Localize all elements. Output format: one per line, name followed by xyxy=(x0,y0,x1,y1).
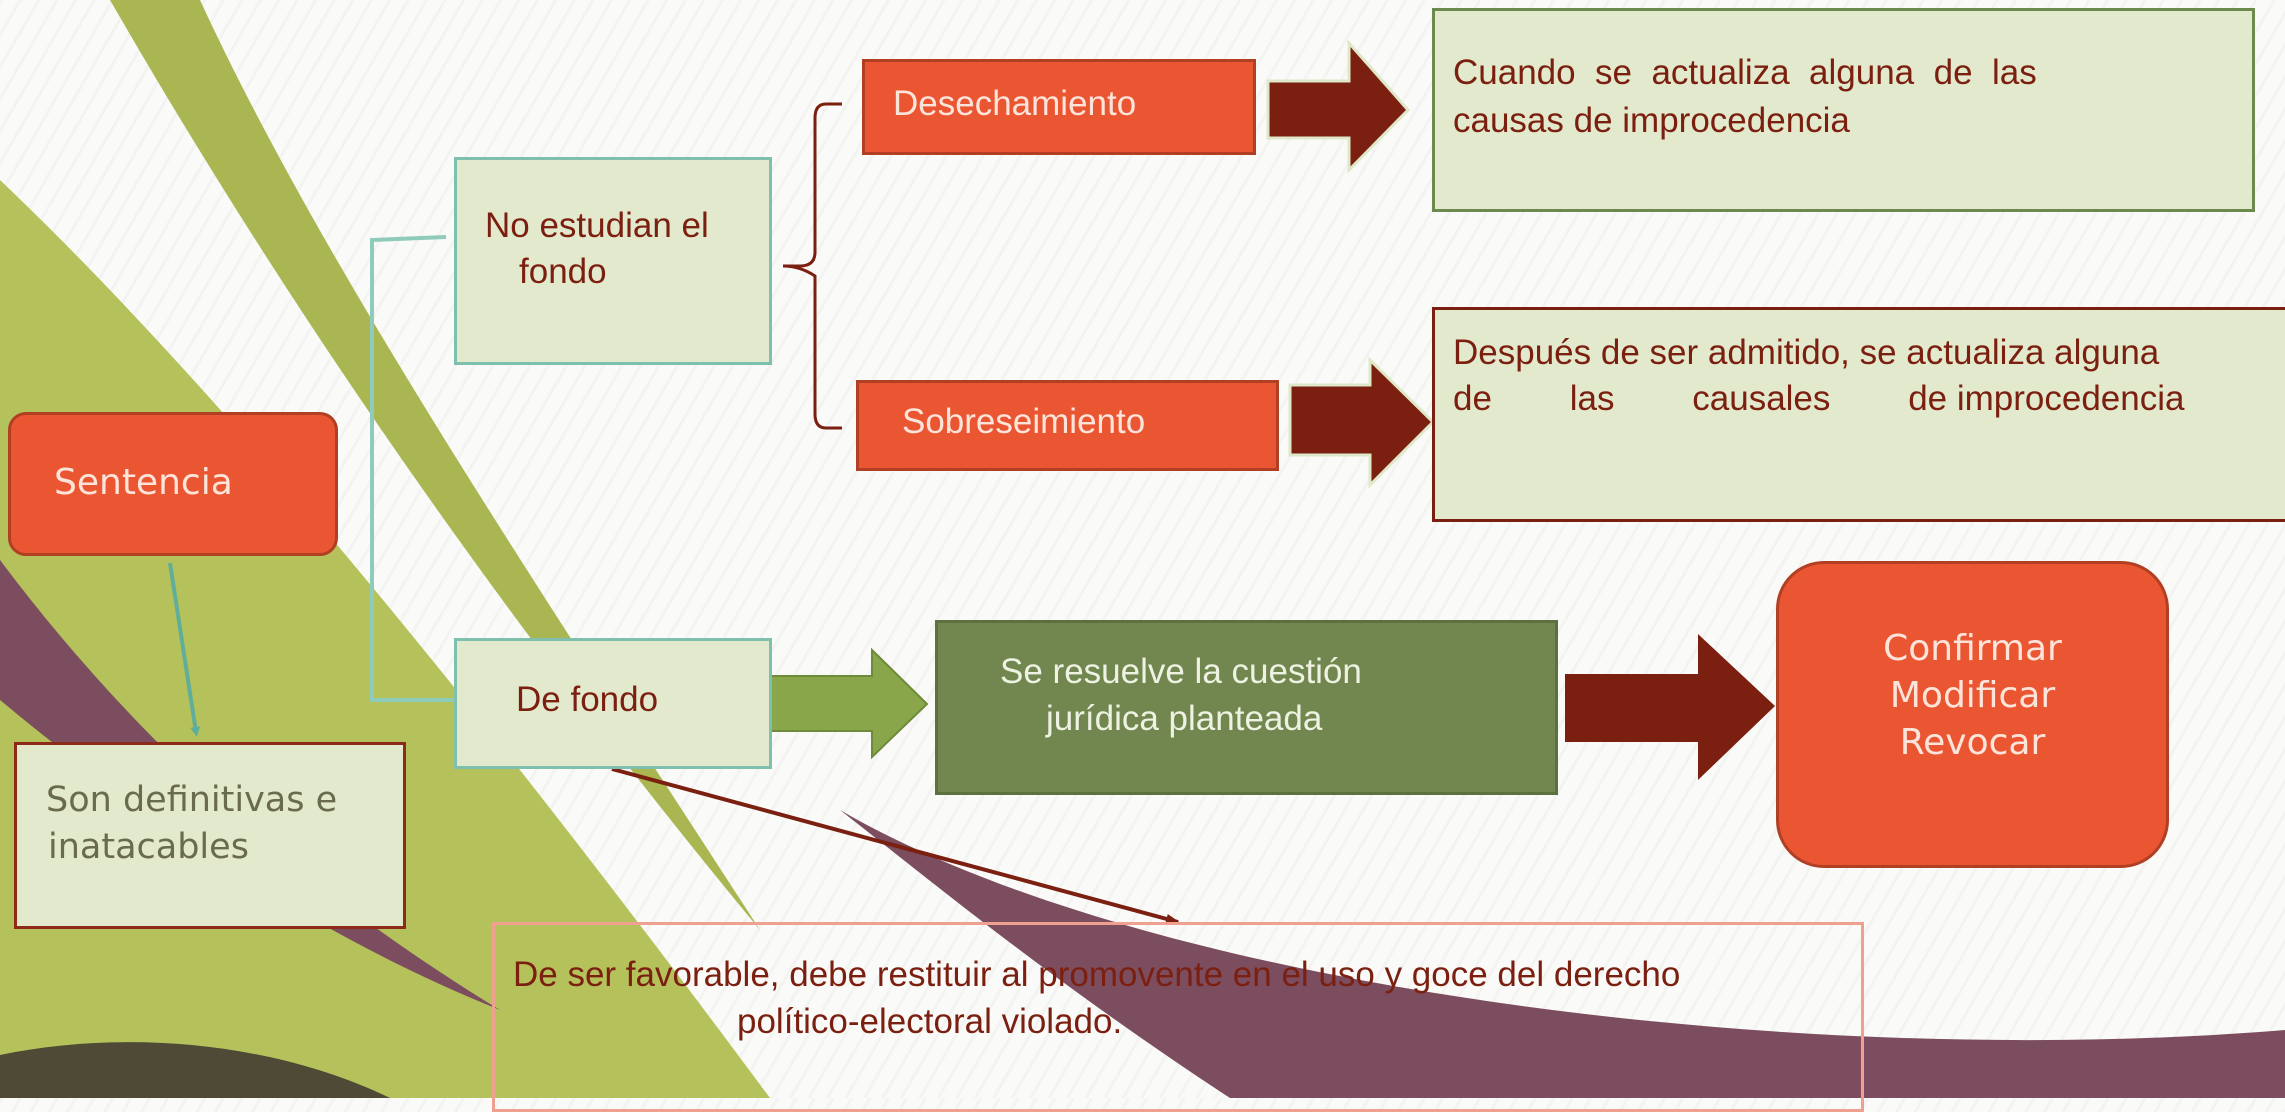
resultado-revocar: Revocar xyxy=(1899,722,2046,763)
connector-de-fondo-favorable xyxy=(611,767,1180,924)
sobreseimiento-label: Sobreseimiento xyxy=(902,402,1146,441)
sobreseimiento-description-box xyxy=(1432,307,2285,522)
desechamiento-description-line-2: causas de improcedencia xyxy=(1453,101,1850,140)
favorable-line-2: político-electoral violado. xyxy=(737,1002,1123,1041)
arrow-de-fondo xyxy=(769,647,929,760)
plum-swoosh-bottom xyxy=(840,810,2285,1098)
bracket-no-estudian-de-fondo xyxy=(370,235,454,702)
cuestion-line-2: jurídica planteada xyxy=(1046,699,1323,738)
sobreseimiento-description-line-2: de las causales de improcedencia xyxy=(1453,379,2185,418)
de-fondo-node xyxy=(454,638,772,769)
connector-sentencia-definitivas xyxy=(168,562,201,737)
definitivas-line-2: inatacables xyxy=(48,827,249,867)
de-fondo-label: De fondo xyxy=(516,680,659,719)
cuestion-line-1: Se resuelve la cuestión xyxy=(1000,652,1362,691)
definitivas-node xyxy=(14,742,406,929)
sobreseimiento-node xyxy=(856,380,1279,471)
cuestion-node xyxy=(935,620,1558,795)
sentencia-node xyxy=(8,412,338,556)
desechamiento-node xyxy=(862,59,1256,155)
resultado-modificar: Modificar xyxy=(1889,675,2056,716)
no-estudian-node xyxy=(454,157,772,365)
desechamiento-description-line-1: Cuando se actualiza alguna de las xyxy=(1453,53,2037,92)
arrow-desechamiento xyxy=(1266,39,1411,174)
sentencia-label: Sentencia xyxy=(54,462,233,503)
favorable-line-1: De ser favorable, debe restituir al prom… xyxy=(513,955,1681,994)
dark-swoosh-corner xyxy=(0,1042,390,1098)
no-estudian-line-1: No estudian el xyxy=(485,206,709,245)
arrow-sobreseimiento xyxy=(1288,356,1436,489)
desechamiento-description-box xyxy=(1432,8,2255,212)
favorable-box xyxy=(492,922,1864,1112)
no-estudian-line-2: fondo xyxy=(519,252,607,291)
resultados-node xyxy=(1776,561,2169,868)
brace-desechamiento-sobreseimiento xyxy=(782,102,842,430)
arrow-cuestion xyxy=(1565,634,1775,780)
definitivas-line-1: Son definitivas e xyxy=(46,780,338,820)
desechamiento-label: Desechamiento xyxy=(893,84,1137,123)
resultado-confirmar: Confirmar xyxy=(1883,628,2062,669)
sobreseimiento-description-line-1: Después de ser admitido, se actualiza al… xyxy=(1453,333,2160,372)
